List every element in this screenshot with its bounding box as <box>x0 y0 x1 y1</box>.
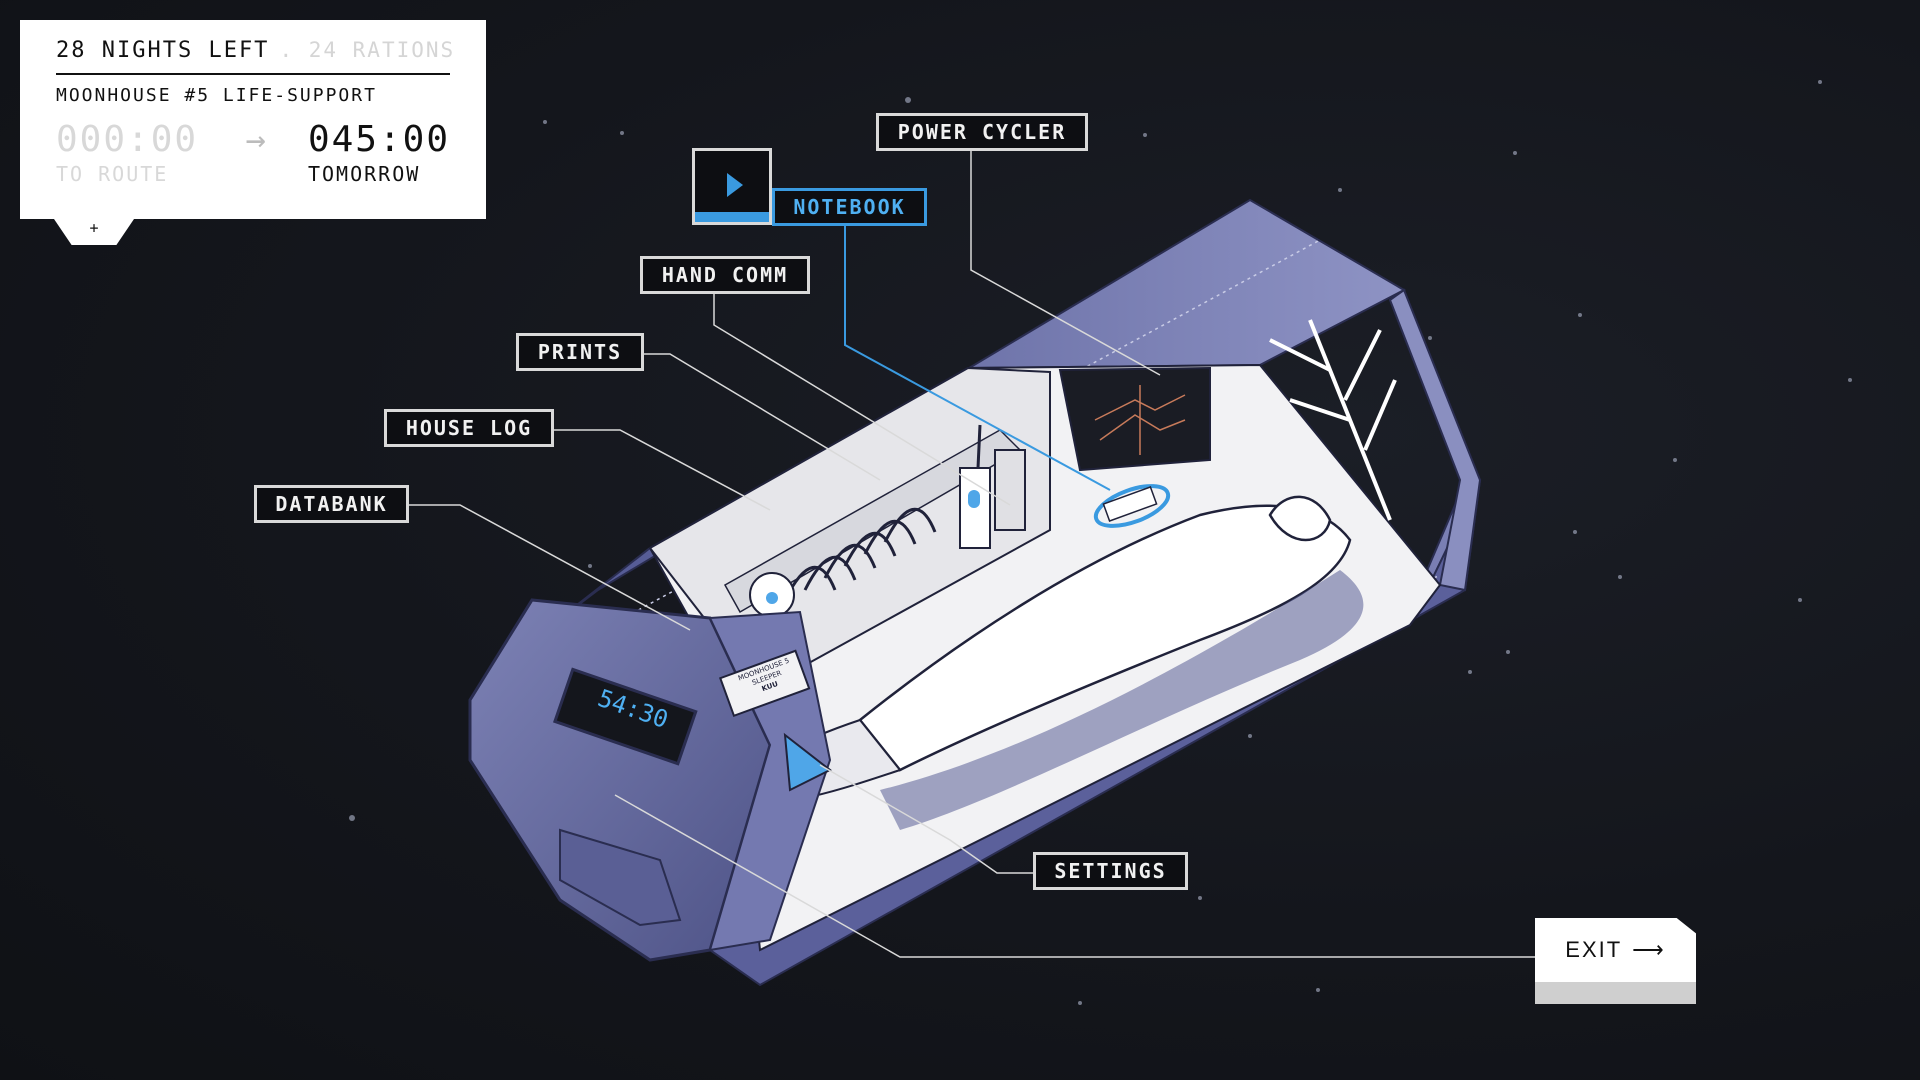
route-time: 000:00 <box>56 119 199 160</box>
callout-settings[interactable]: SETTINGS <box>1033 852 1188 890</box>
arrow-right-icon: → <box>245 120 267 160</box>
tomorrow-caption: TOMORROW <box>307 162 421 186</box>
play-button[interactable] <box>692 148 772 225</box>
long-arrow-right-icon: ⟶ <box>1632 937 1666 962</box>
exit-button-face: EXIT ⟶ <box>1535 918 1696 982</box>
callout-power-cycler[interactable]: POWER CYCLER <box>876 113 1088 151</box>
notebook-leader-line <box>844 226 1111 491</box>
capsule-endcap <box>468 598 832 962</box>
capsule-interior <box>648 319 1442 952</box>
callout-databank[interactable]: DATABANK <box>254 485 409 523</box>
callout-house-log[interactable]: HOUSE LOG <box>384 409 554 447</box>
callout-notebook[interactable]: NOTEBOOK <box>772 188 927 226</box>
tomorrow-time: 045:00 <box>307 119 450 160</box>
callout-leader-lines <box>409 151 1535 958</box>
nights-left: 28 NIGHTS LEFT <box>56 38 270 63</box>
plus-icon: + <box>89 219 99 237</box>
play-progress-bar <box>695 212 769 222</box>
callout-hand-comm[interactable]: HAND COMM <box>640 256 810 294</box>
route-time-block: 000:00 TO ROUTE <box>56 119 204 187</box>
route-caption: TO ROUTE <box>56 162 169 186</box>
callout-prints[interactable]: PRINTS <box>516 333 644 371</box>
exit-button-base <box>1535 982 1696 1004</box>
status-header: 28 NIGHTS LEFT . 24 RATIONS <box>56 38 453 75</box>
rations-count: . 24 RATIONS <box>279 38 456 62</box>
tomorrow-time-block: 045:00 TOMORROW <box>307 119 450 187</box>
exit-label: EXIT <box>1565 937 1623 962</box>
status-card: 28 NIGHTS LEFT . 24 RATIONS MOONHOUSE #5… <box>20 20 486 219</box>
time-row: 000:00 TO ROUTE → 045:00 TOMORROW <box>56 119 450 187</box>
exit-button[interactable]: EXIT ⟶ <box>1535 918 1696 1004</box>
play-icon <box>727 173 743 197</box>
house-name: MOONHOUSE #5 LIFE-SUPPORT <box>56 85 377 106</box>
